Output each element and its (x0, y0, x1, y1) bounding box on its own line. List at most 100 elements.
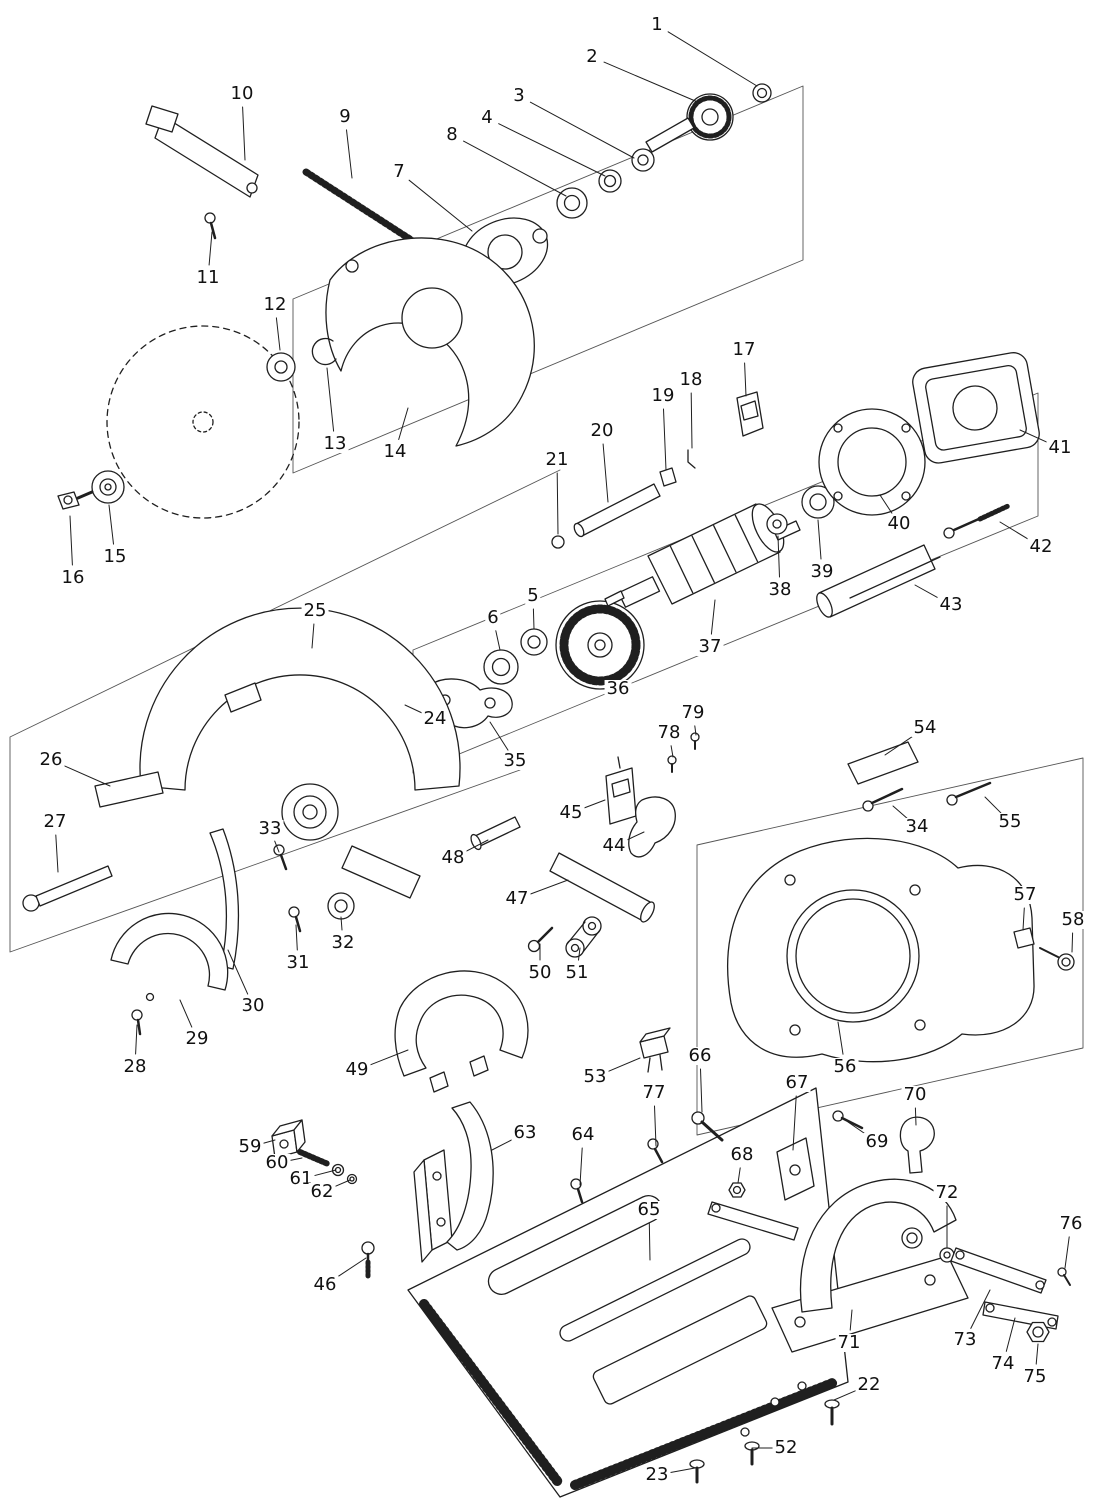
leader-line-14 (398, 407, 409, 440)
part-screw-78 (667, 755, 677, 773)
part-screw-28 (131, 1009, 143, 1036)
part-cover-29 (110, 912, 229, 1002)
part-shaft-20 (573, 483, 661, 538)
leader-line-19 (663, 408, 667, 471)
leader-line-77 (654, 1105, 657, 1147)
leader-line-27 (55, 834, 59, 873)
part-handle-cover-49 (394, 970, 529, 1093)
leader-line-34 (892, 805, 908, 819)
leader-line-33 (274, 840, 280, 853)
leader-line-37 (710, 599, 716, 635)
leader-line-8 (463, 140, 567, 197)
leader-line-32 (340, 916, 343, 931)
part-lever-74 (982, 1301, 1059, 1330)
part-bolt-16 (57, 490, 94, 510)
leader-line-25 (311, 623, 315, 649)
part-washer-38 (766, 513, 788, 535)
leader-line-68 (737, 1167, 741, 1184)
part-gear-2 (686, 93, 734, 141)
part-screw-55 (946, 781, 992, 806)
part-washer-62 (346, 1173, 358, 1185)
part-bolt-66 (691, 1111, 724, 1142)
leader-line-7 (408, 179, 473, 232)
leader-line-28 (135, 1024, 138, 1055)
leader-line-9 (346, 129, 353, 179)
leader-line-63 (491, 1138, 514, 1151)
leader-line-29 (179, 999, 193, 1028)
leader-line-12 (275, 317, 281, 351)
part-blade-guard-14 (325, 237, 535, 447)
part-nut-57 (1013, 927, 1035, 949)
part-rear-guide-71 (771, 1178, 969, 1353)
part-screw-42 (943, 503, 1011, 539)
part-strip-30 (209, 828, 240, 970)
leader-line-3 (529, 101, 635, 159)
part-spindle-3 (631, 117, 695, 172)
leader-line-15 (108, 504, 114, 545)
leader-line-48 (464, 839, 489, 853)
leader-line-24 (404, 704, 424, 714)
leader-line-57 (1022, 907, 1025, 931)
leader-line-56 (837, 1021, 844, 1055)
leader-line-74 (1005, 1317, 1016, 1352)
part-knob-70 (899, 1116, 935, 1174)
part-switch-45 (605, 756, 637, 825)
part-screw-77 (647, 1138, 664, 1164)
leader-line-5 (532, 608, 535, 630)
leader-lines (55, 31, 1074, 1474)
part-rod-48 (470, 816, 521, 851)
part-flange-5 (520, 628, 548, 656)
part-rod-47 (549, 852, 655, 923)
part-safety-cover-25 (139, 607, 461, 899)
leader-line-18 (690, 392, 693, 449)
leader-line-42 (999, 521, 1031, 541)
saw-blade-shape (106, 325, 300, 519)
part-lever-73 (950, 1247, 1047, 1294)
leader-line-51 (578, 947, 581, 961)
part-spring-9 (302, 168, 420, 247)
part-screw-52 (744, 1441, 760, 1466)
part-screw-58 (1039, 947, 1075, 971)
part-link-plate-51 (565, 916, 602, 958)
leader-line-22 (833, 1389, 858, 1401)
part-sticker-26 (94, 771, 164, 808)
part-lever-10 (145, 105, 259, 198)
leader-line-38 (777, 535, 780, 578)
leader-line-43 (914, 584, 941, 600)
part-screw-11 (204, 212, 217, 240)
part-screw-33 (273, 844, 288, 871)
part-ring-4 (598, 169, 622, 193)
leader-line-20 (602, 443, 609, 503)
part-screw-79 (690, 732, 700, 750)
part-trigger-44 (628, 796, 676, 858)
part-fan-36 (555, 600, 645, 690)
leader-line-69 (847, 1121, 867, 1136)
part-bearing-6 (483, 649, 519, 685)
part-terminal-19 (659, 467, 677, 487)
leader-line-45 (582, 799, 606, 809)
part-hex-nut-1 (752, 83, 772, 103)
leader-line-41 (1019, 429, 1049, 444)
part-screw-64 (570, 1178, 584, 1204)
leader-line-47 (528, 879, 569, 895)
leader-line-40 (879, 494, 893, 514)
leader-line-2 (603, 61, 701, 104)
part-screw-22 (824, 1399, 840, 1426)
leader-line-30 (227, 949, 249, 995)
part-screw-46 (361, 1241, 375, 1279)
part-bolt-27 (22, 865, 113, 912)
leader-line-23 (669, 1467, 696, 1474)
part-spring-60 (297, 1149, 331, 1167)
leader-line-65 (648, 1222, 651, 1261)
leader-line-59 (262, 1139, 276, 1144)
part-lever-bar-68 (707, 1201, 799, 1241)
part-knob-59 (271, 1119, 306, 1159)
part-ring-21 (551, 535, 565, 549)
part-nut-68 (728, 1182, 746, 1198)
leader-line-55 (984, 796, 1002, 814)
part-flange-15 (91, 470, 125, 504)
leader-line-16 (69, 515, 73, 566)
leader-line-21 (556, 472, 559, 535)
